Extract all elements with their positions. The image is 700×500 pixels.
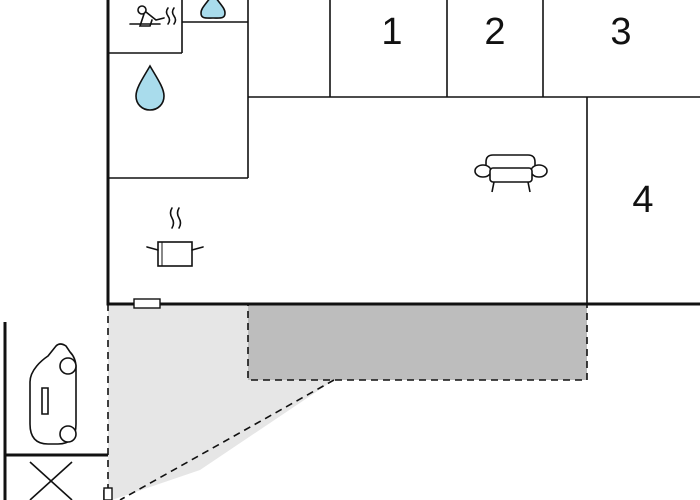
cooking-pot-icon <box>146 207 204 267</box>
room-number-3: 3 <box>610 11 631 53</box>
room-number-4: 4 <box>632 179 653 221</box>
house-outer-wall <box>106 0 700 306</box>
sofa-icon <box>474 154 548 193</box>
water-drop-icon <box>135 64 165 111</box>
outdoor-area <box>108 304 334 500</box>
dashed-boundary-diagonal <box>119 379 335 500</box>
covered-terrace <box>247 303 588 381</box>
room-number-2: 2 <box>484 11 505 53</box>
garage <box>3 322 113 500</box>
interior-walls <box>108 0 700 304</box>
door-marker <box>133 298 161 309</box>
car-icon <box>29 343 77 445</box>
water-drop-icon <box>200 0 226 19</box>
sauna-icon <box>129 5 177 27</box>
room-number-1: 1 <box>381 11 402 53</box>
